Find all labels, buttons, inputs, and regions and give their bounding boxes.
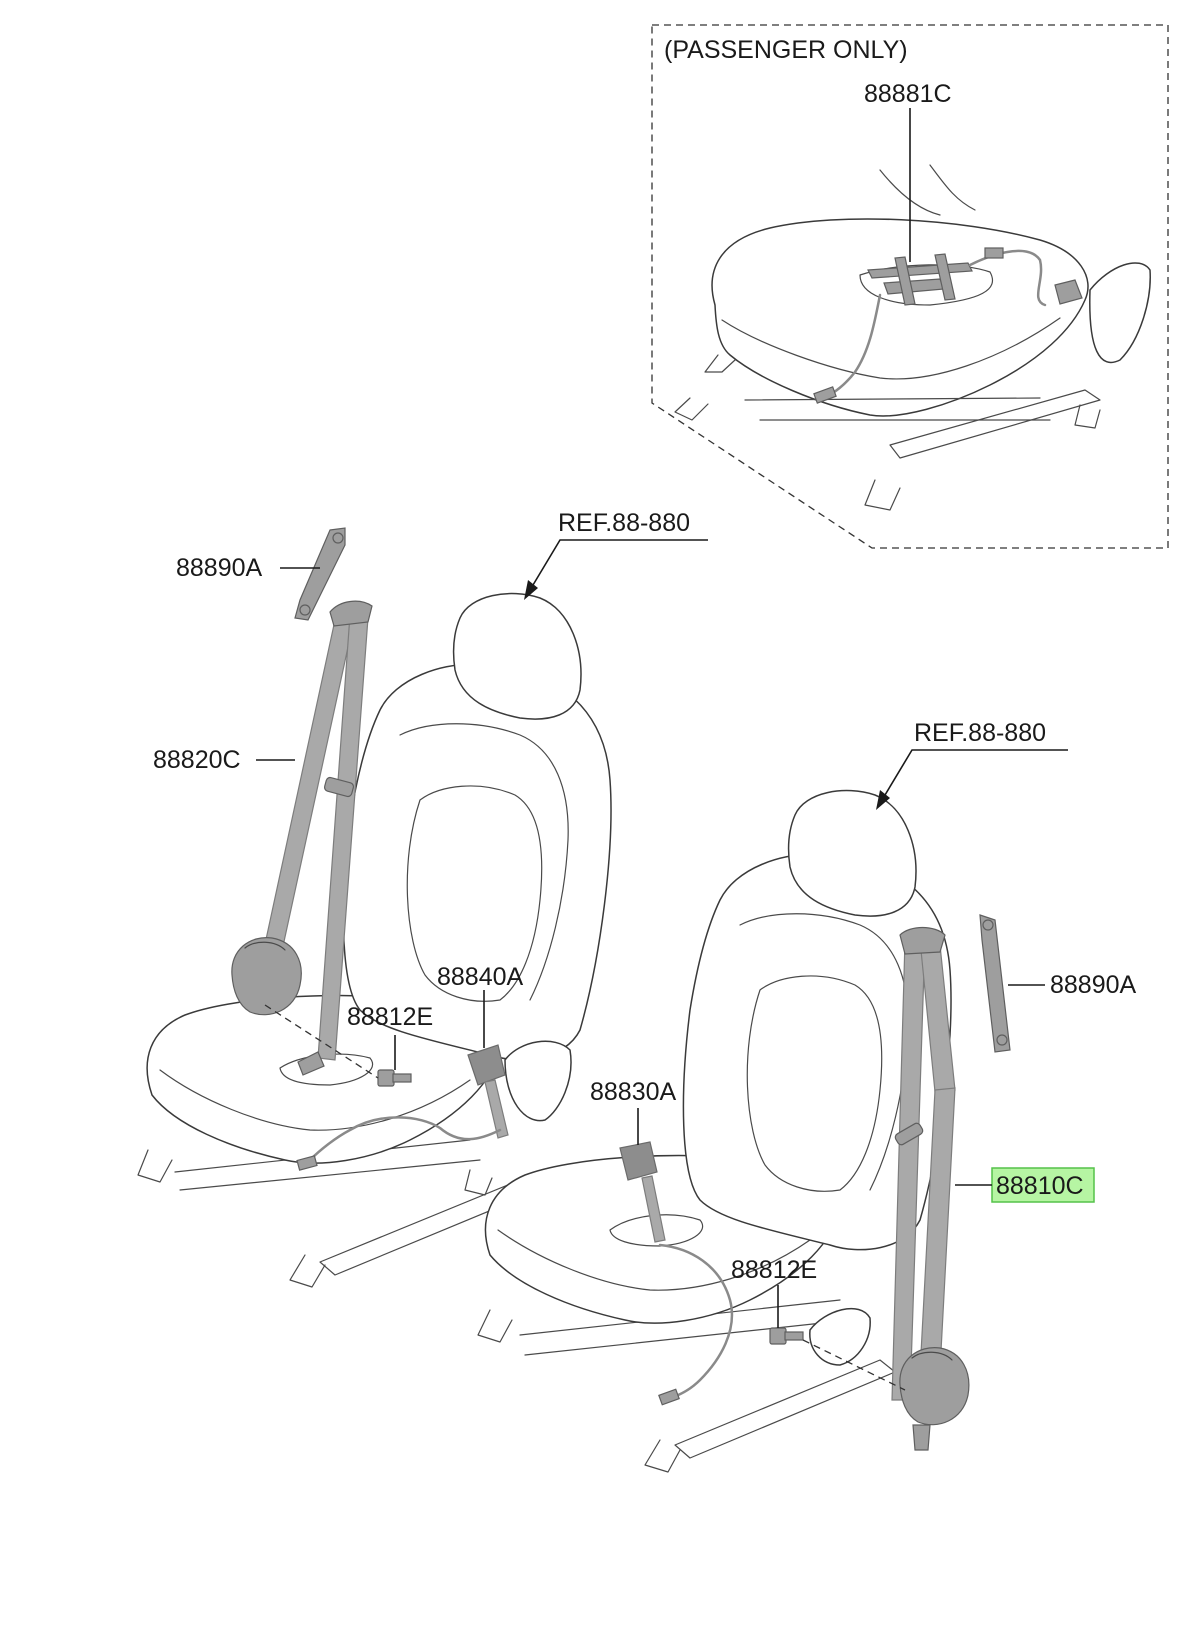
inset-border — [651, 24, 1169, 549]
left-buckle — [296, 1044, 509, 1171]
left-anchor-bracket — [294, 527, 346, 621]
inset-seat-cushion — [674, 164, 1151, 511]
label-88812E-left: 88812E — [347, 1003, 433, 1031]
inset-buckle — [1054, 279, 1083, 305]
right-buckle — [619, 1141, 734, 1406]
label-88812E-right: 88812E — [731, 1256, 817, 1284]
arrowhead-ref-right — [876, 790, 890, 810]
label-88820C: 88820C — [153, 746, 241, 774]
leader-ref-left — [529, 539, 708, 591]
label-88830A: 88830A — [590, 1078, 677, 1106]
passenger-inset: (PASSENGER ONLY) — [651, 24, 1169, 549]
label-88881C: 88881C — [864, 80, 952, 108]
right-bolt — [769, 1327, 906, 1391]
right-anchor-bracket — [979, 914, 1011, 1053]
right-seat-belt — [891, 926, 970, 1451]
left-seat-belt — [231, 600, 373, 1076]
inset-note: (PASSENGER ONLY) — [664, 36, 908, 64]
occupant-sensor-mat — [813, 247, 1047, 404]
label-88890A-right: 88890A — [1050, 971, 1137, 999]
label-88840A: 88840A — [437, 963, 524, 991]
label-ref-left: REF.88-880 — [558, 509, 690, 537]
label-88810C: 88810C — [996, 1172, 1084, 1200]
highlight-88810C — [991, 1167, 1095, 1203]
arrowhead-ref-left — [524, 580, 538, 600]
left-seat-assembly — [137, 592, 612, 1288]
label-88890A-left: 88890A — [176, 554, 263, 582]
left-bolt — [264, 1004, 412, 1087]
leader-ref-right — [881, 749, 1068, 801]
label-ref-right: REF.88-880 — [914, 719, 1046, 747]
